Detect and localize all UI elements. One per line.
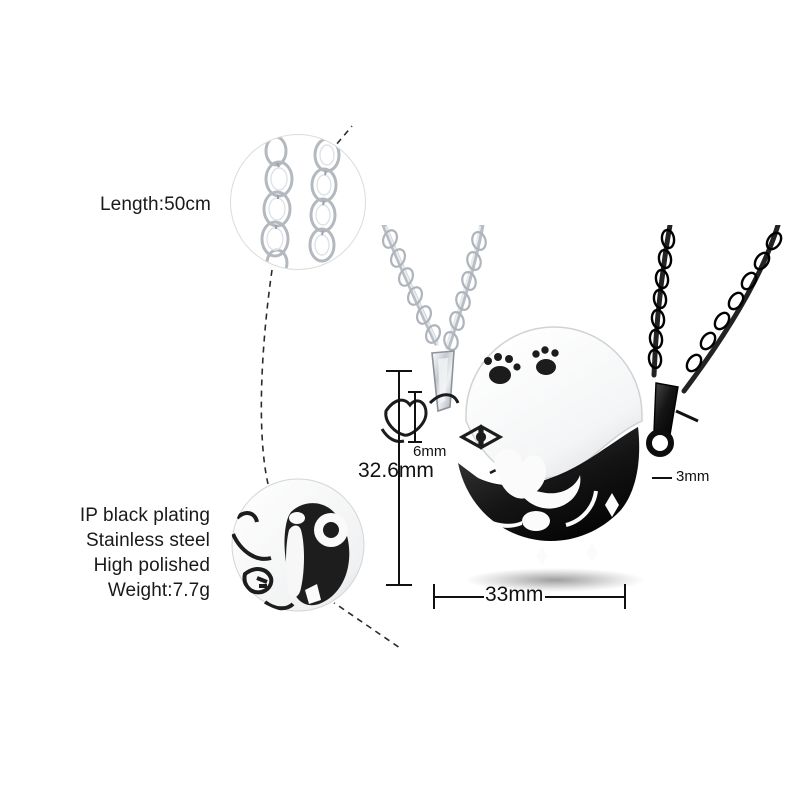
chain-thickness-dimension-label: 3mm [676,468,710,485]
height-dimension-tick-top [386,370,412,372]
pendant-black-half [458,427,640,565]
black-bail [646,382,679,457]
width-dimension-line-left [434,596,484,598]
height-dimension-tick-bottom [386,584,412,586]
cat-tail [565,490,598,527]
material-spec-line: IP black plating [79,505,210,526]
width-dimension-label: 33mm [485,583,544,606]
material-spec-block: IP black plating Stainless steel High po… [78,503,210,603]
bail-dimension-label: 6mm [413,443,447,460]
cat-outline [380,393,460,443]
width-dimension-tick-left [433,584,435,609]
chain-length-label: Length:50cm [100,194,211,215]
width-dimension-line-right [545,596,625,598]
black-chain [646,225,783,457]
silver-bail [431,350,455,413]
bail-dimension-line [414,392,416,442]
width-dimension-tick-right [624,584,626,609]
material-spec-line: High polished [93,555,210,576]
main-product-illustration [380,225,783,592]
bow-tie-icon [458,424,504,450]
pendant-detail-magnifier [231,478,366,613]
chain-detail-magnifier [230,134,366,270]
height-dimension-label: 32.6mm [358,459,434,482]
paw-print [484,353,521,384]
material-spec-line: Weight:7.7g [107,580,210,601]
paw-print [532,346,559,375]
chain-thickness-leader-line [652,477,672,479]
sparkle-diamond [536,493,619,565]
height-dimension-line [398,371,400,585]
bail-dimension-tick-bottom [408,441,422,443]
bail-dimension-tick-top [408,391,422,393]
white-cat-figure [488,449,581,531]
material-spec-line: Stainless steel [85,530,210,551]
silver-chain [381,225,487,351]
